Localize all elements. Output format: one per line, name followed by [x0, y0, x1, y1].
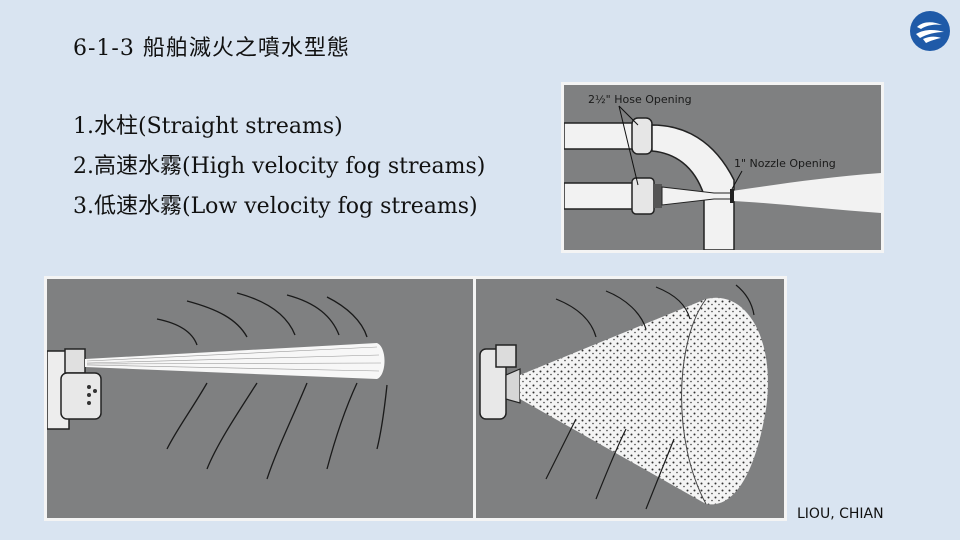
nozzle-opening-label: 1" Nozzle Opening [734, 157, 836, 170]
bullet-high-velocity-fog: 2.高速水霧(High velocity fog streams) [73, 154, 486, 179]
stream-types-list: 1.水柱(Straight streams) 2.高速水霧(High veloc… [73, 107, 485, 227]
hose-opening-label: 2½" Hose Opening [588, 93, 692, 106]
organization-logo-icon [909, 10, 951, 52]
slide-title: 6-1-3 船舶滅火之噴水型態 [73, 36, 350, 61]
straight-stream-illustration [44, 276, 476, 521]
author-credit: LIOU, CHIAN [797, 506, 884, 522]
fog-stream-illustration [473, 276, 787, 521]
bullet-low-velocity-fog: 3.低速水霧(Low velocity fog streams) [73, 194, 478, 219]
hose-nozzle-diagram: 2½" Hose Opening 1" Nozzle Opening [561, 82, 884, 253]
bullet-straight-stream: 1.水柱(Straight streams) [73, 114, 343, 139]
